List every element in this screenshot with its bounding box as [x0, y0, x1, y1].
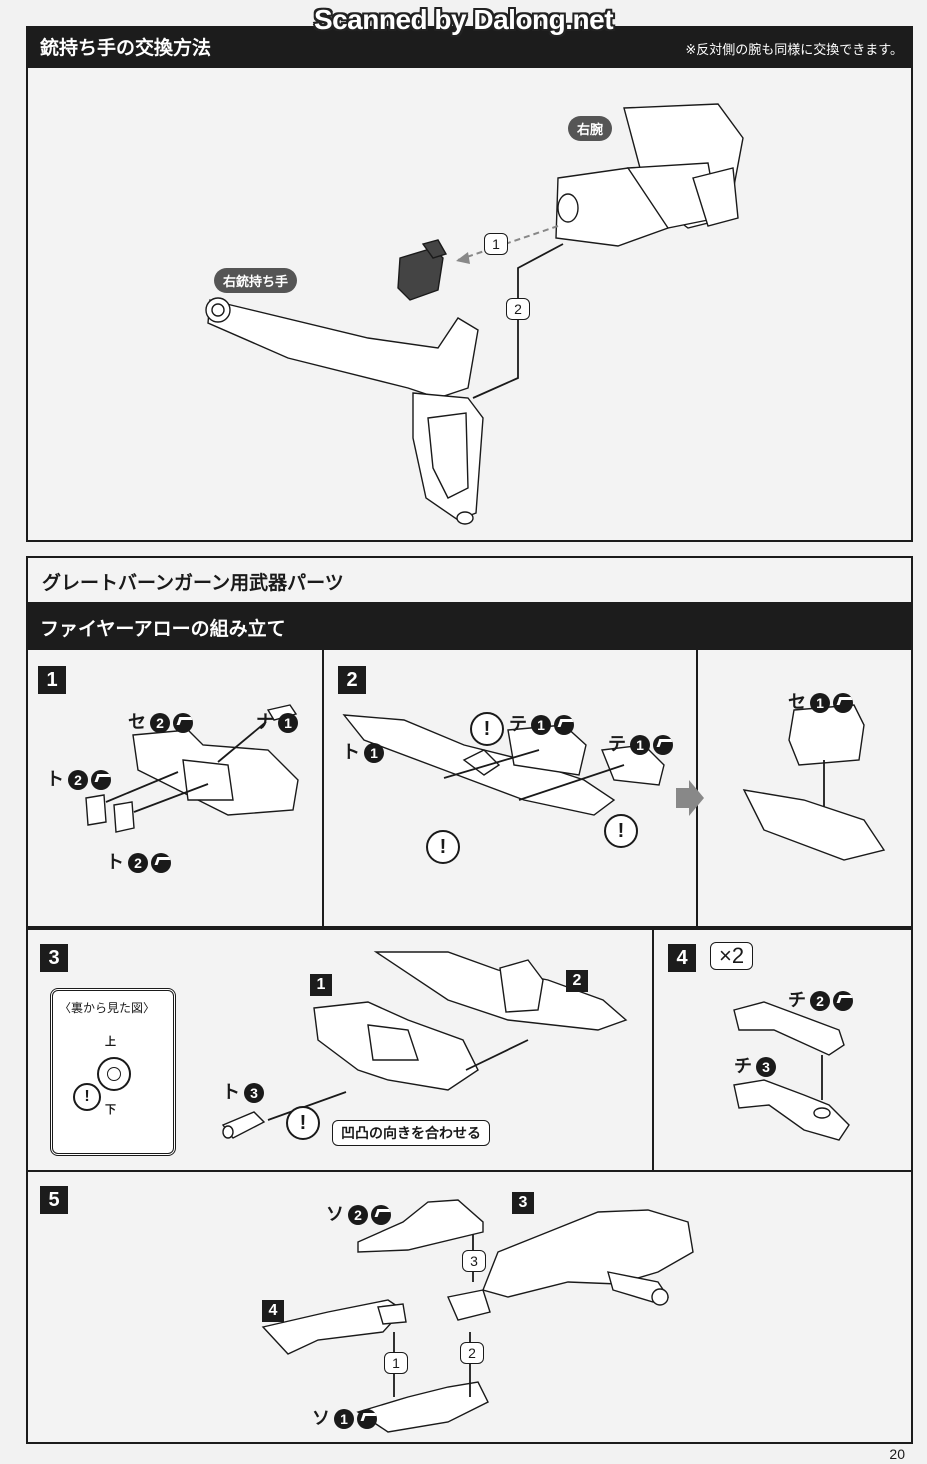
cut-icon [653, 735, 673, 755]
step-3-illustration [221, 951, 628, 1139]
step-2-illustration [342, 704, 886, 861]
section-hand-swap-header: 銃持ち手の交換方法 ※反対側の腕も同様に交換できます。 [26, 26, 913, 68]
peg-hole-inner [107, 1067, 121, 1081]
inset-title: 〈裏から見た図〉 [59, 1001, 156, 1015]
cut-icon [357, 1409, 377, 1429]
inset-top-label: 上 [105, 1035, 116, 1048]
step-number: 3 [40, 944, 68, 972]
sequence-marker-2: 2 [460, 1342, 484, 1364]
warning-icon: ! [73, 1083, 101, 1111]
step-number: 5 [40, 1186, 68, 1214]
warning-icon: ! [286, 1106, 320, 1140]
ref-step-2: 2 [566, 970, 588, 992]
step-4-illustration [733, 1001, 850, 1141]
section-title: 銃持ち手の交換方法 [40, 37, 212, 59]
warning-icon: ! [426, 830, 460, 864]
sequence-marker-3: 3 [462, 1250, 486, 1272]
cut-icon [151, 853, 171, 873]
watermark: Scanned by Dalong.net [313, 4, 614, 35]
alignment-callout: 凹凸の向きを合わせる [332, 1120, 490, 1146]
back-view-inset: 〈裏から見た図〉 上 ! 下 [50, 988, 176, 1156]
warning-icon: ! [604, 814, 638, 848]
step-5-illustration [261, 1199, 694, 1433]
label-right-gun-hand: 右銃持ち手 [214, 268, 298, 293]
sequence-marker-1: 1 [484, 233, 508, 255]
assembly-header: ファイヤーアローの組み立て [26, 604, 913, 650]
weapon-parts-title: グレートバーンガーン用武器パーツ [42, 572, 344, 594]
sequence-marker-1: 1 [384, 1352, 408, 1374]
assembly-title: ファイヤーアローの組み立て [40, 618, 286, 640]
ref-step-1: 1 [310, 974, 332, 996]
sequence-marker-2: 2 [506, 298, 530, 320]
multiplier-badge: ×2 [710, 942, 754, 970]
cut-icon [833, 693, 853, 713]
warning-icon: ! [470, 712, 504, 746]
cut-icon [173, 713, 193, 733]
section-hand-swap-diagram: 右腕 右銃持ち手 1 2 [26, 66, 913, 542]
gun-hand-part [205, 297, 484, 525]
right-arm-part [555, 103, 744, 247]
cut-icon [91, 770, 111, 790]
cut-icon [554, 715, 574, 735]
step-1-illustration [85, 704, 299, 833]
hand-part [397, 239, 448, 301]
ref-step-4: 4 [262, 1300, 284, 1322]
weapon-parts-header: グレートバーンガーン用武器パーツ [26, 556, 913, 604]
step-number: 1 [38, 666, 66, 694]
ref-step-3: 3 [512, 1192, 534, 1214]
inset-bottom-label: 下 [105, 1103, 116, 1116]
cut-icon [833, 991, 853, 1011]
hand-swap-illustration [205, 103, 744, 525]
step-number: 2 [338, 666, 366, 694]
divider [696, 650, 698, 926]
cut-icon [371, 1205, 391, 1225]
step-number: 4 [668, 944, 696, 972]
page-number: 20 [889, 1446, 905, 1462]
section-note: ※反対側の腕も同様に交換できます。 [685, 43, 903, 58]
label-right-arm: 右腕 [568, 116, 613, 141]
